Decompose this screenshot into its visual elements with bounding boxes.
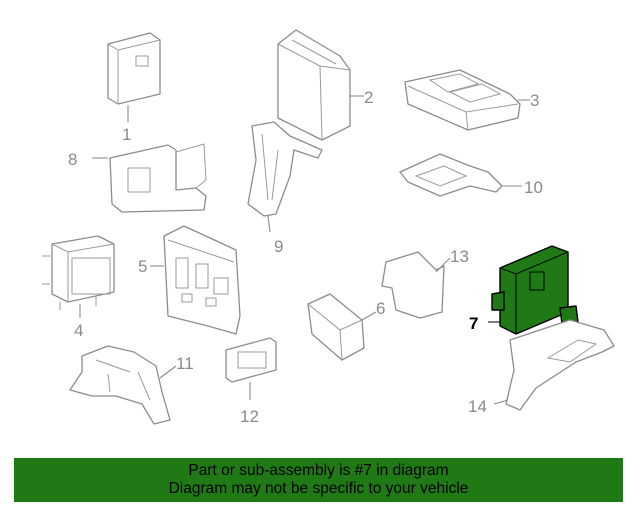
part-12[interactable]: 12 xyxy=(225,337,277,426)
callout-2: 2 xyxy=(364,88,373,107)
callout-12: 12 xyxy=(240,407,259,426)
part-info-banner: Part or sub-assembly is #7 in diagram Di… xyxy=(14,458,623,502)
part-5[interactable]: 5 xyxy=(138,225,241,335)
part-11[interactable]: 11 xyxy=(69,345,194,425)
callout-6: 6 xyxy=(376,299,385,318)
callout-13: 13 xyxy=(450,247,469,266)
part-4[interactable]: 4 xyxy=(42,235,115,340)
part-7[interactable]: 7 xyxy=(469,245,579,335)
part-9[interactable]: 9 xyxy=(247,121,323,256)
callout-4: 4 xyxy=(74,321,83,340)
callout-1: 1 xyxy=(122,125,131,144)
callout-5: 5 xyxy=(138,257,147,276)
callout-7: 7 xyxy=(469,314,478,333)
part-10[interactable]: 10 xyxy=(399,153,543,197)
callout-8: 8 xyxy=(68,150,77,169)
part-6[interactable]: 6 xyxy=(307,293,385,361)
part-13[interactable]: 13 xyxy=(381,247,469,319)
banner-line-1: Part or sub-assembly is #7 in diagram xyxy=(188,462,449,479)
part-14[interactable]: 14 xyxy=(468,319,615,416)
callout-9: 9 xyxy=(274,237,283,256)
callout-11: 11 xyxy=(176,354,194,373)
banner-line-2: Diagram may not be specific to your vehi… xyxy=(168,480,469,497)
callout-14: 14 xyxy=(468,397,487,416)
part-2[interactable]: 2 xyxy=(277,29,373,141)
part-3[interactable]: 3 xyxy=(404,69,539,131)
part-1[interactable]: 1 xyxy=(107,32,161,144)
part-8[interactable]: 8 xyxy=(68,143,207,213)
callout-10: 10 xyxy=(524,178,543,197)
callout-3: 3 xyxy=(530,91,539,110)
